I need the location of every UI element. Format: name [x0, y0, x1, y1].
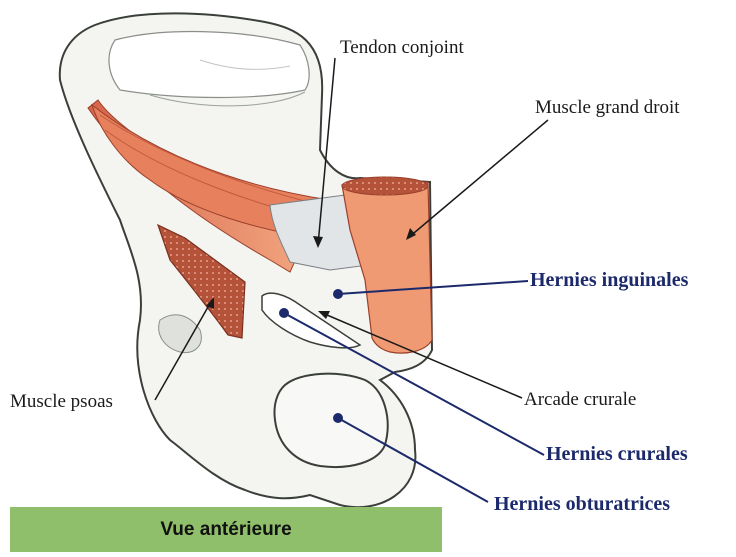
view-caption-bar: Vue antérieure — [10, 507, 442, 552]
label-muscle-grand-droit: Muscle grand droit — [535, 98, 680, 117]
obturator-foramen — [274, 374, 387, 467]
inguinal-hernia-marker — [333, 289, 343, 299]
label-arcade-crurale: Arcade crurale — [524, 390, 636, 409]
rectus-section — [342, 177, 428, 195]
obturator-hernia-marker — [333, 413, 343, 423]
label-hernies-inguinales: Hernies inguinales — [530, 270, 688, 290]
view-caption: Vue antérieure — [10, 507, 442, 552]
label-hernies-obturatrices: Hernies obturatrices — [494, 494, 670, 514]
crural-hernia-marker — [279, 308, 289, 318]
label-muscle-psoas: Muscle psoas — [10, 392, 113, 411]
iliac-fossa — [109, 32, 309, 98]
label-tendon-conjoint: Tendon conjoint — [340, 38, 464, 57]
label-hernies-crurales: Hernies crurales — [546, 444, 688, 464]
